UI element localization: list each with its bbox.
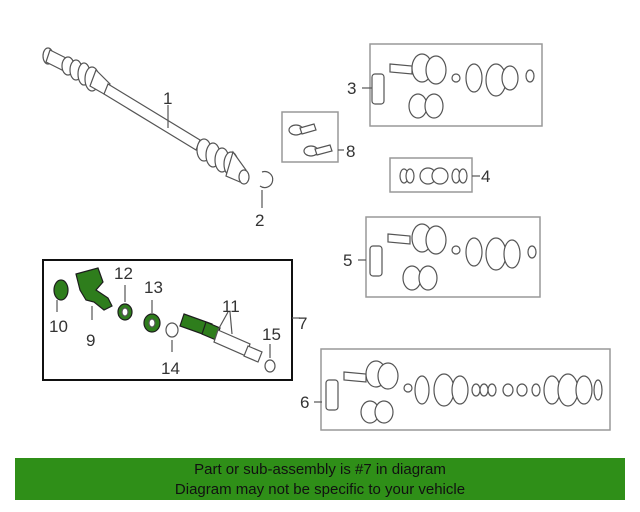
outer-joint-kit-3[interactable] bbox=[371, 53, 535, 119]
callout-6[interactable]: 6 bbox=[300, 393, 309, 412]
disclaimer-banner: Part or sub-assembly is #7 in diagram Di… bbox=[15, 458, 625, 500]
callout-11[interactable]: 11 bbox=[222, 297, 240, 316]
callout-15[interactable]: 15 bbox=[262, 325, 281, 344]
banner-line-2: Diagram may not be specific to your vehi… bbox=[174, 481, 466, 498]
callout-8[interactable]: 8 bbox=[346, 142, 355, 161]
callout-13[interactable]: 13 bbox=[144, 278, 163, 297]
boot-kit-4[interactable] bbox=[399, 167, 468, 185]
callout-14[interactable]: 14 bbox=[161, 359, 180, 378]
part-6-box bbox=[320, 348, 611, 431]
bolts-8[interactable] bbox=[288, 123, 333, 157]
callout-12[interactable]: 12 bbox=[114, 264, 133, 283]
callout-5[interactable]: 5 bbox=[343, 251, 352, 270]
banner-line-1: Part or sub-assembly is #7 in diagram bbox=[194, 461, 446, 478]
callout-4[interactable]: 4 bbox=[481, 167, 490, 186]
bracket-9[interactable] bbox=[75, 267, 113, 311]
axle-shaft-assembly[interactable] bbox=[42, 47, 250, 185]
callout-10[interactable]: 10 bbox=[49, 317, 68, 336]
parts-diagram: 1 2 3 8 4 bbox=[42, 43, 611, 431]
callout-3[interactable]: 3 bbox=[347, 79, 356, 98]
intermediate-shaft-11[interactable] bbox=[179, 313, 263, 363]
part-7-box bbox=[42, 259, 293, 381]
callout-2[interactable]: 2 bbox=[255, 211, 264, 230]
inner-joint-kit-5[interactable] bbox=[369, 223, 537, 291]
washer-14[interactable] bbox=[165, 322, 179, 338]
callout-7[interactable]: 7 bbox=[298, 314, 307, 333]
joint-kit-6[interactable] bbox=[325, 360, 603, 424]
callout-1[interactable]: 1 bbox=[163, 89, 172, 108]
part-4-box bbox=[389, 157, 473, 193]
clip-15[interactable] bbox=[264, 359, 276, 373]
callout-9[interactable]: 9 bbox=[86, 331, 95, 350]
part-5-box bbox=[365, 216, 541, 298]
part-3-box bbox=[369, 43, 543, 127]
snap-ring[interactable] bbox=[259, 170, 274, 189]
part-8-box bbox=[281, 111, 339, 163]
seal-10[interactable] bbox=[53, 279, 69, 301]
